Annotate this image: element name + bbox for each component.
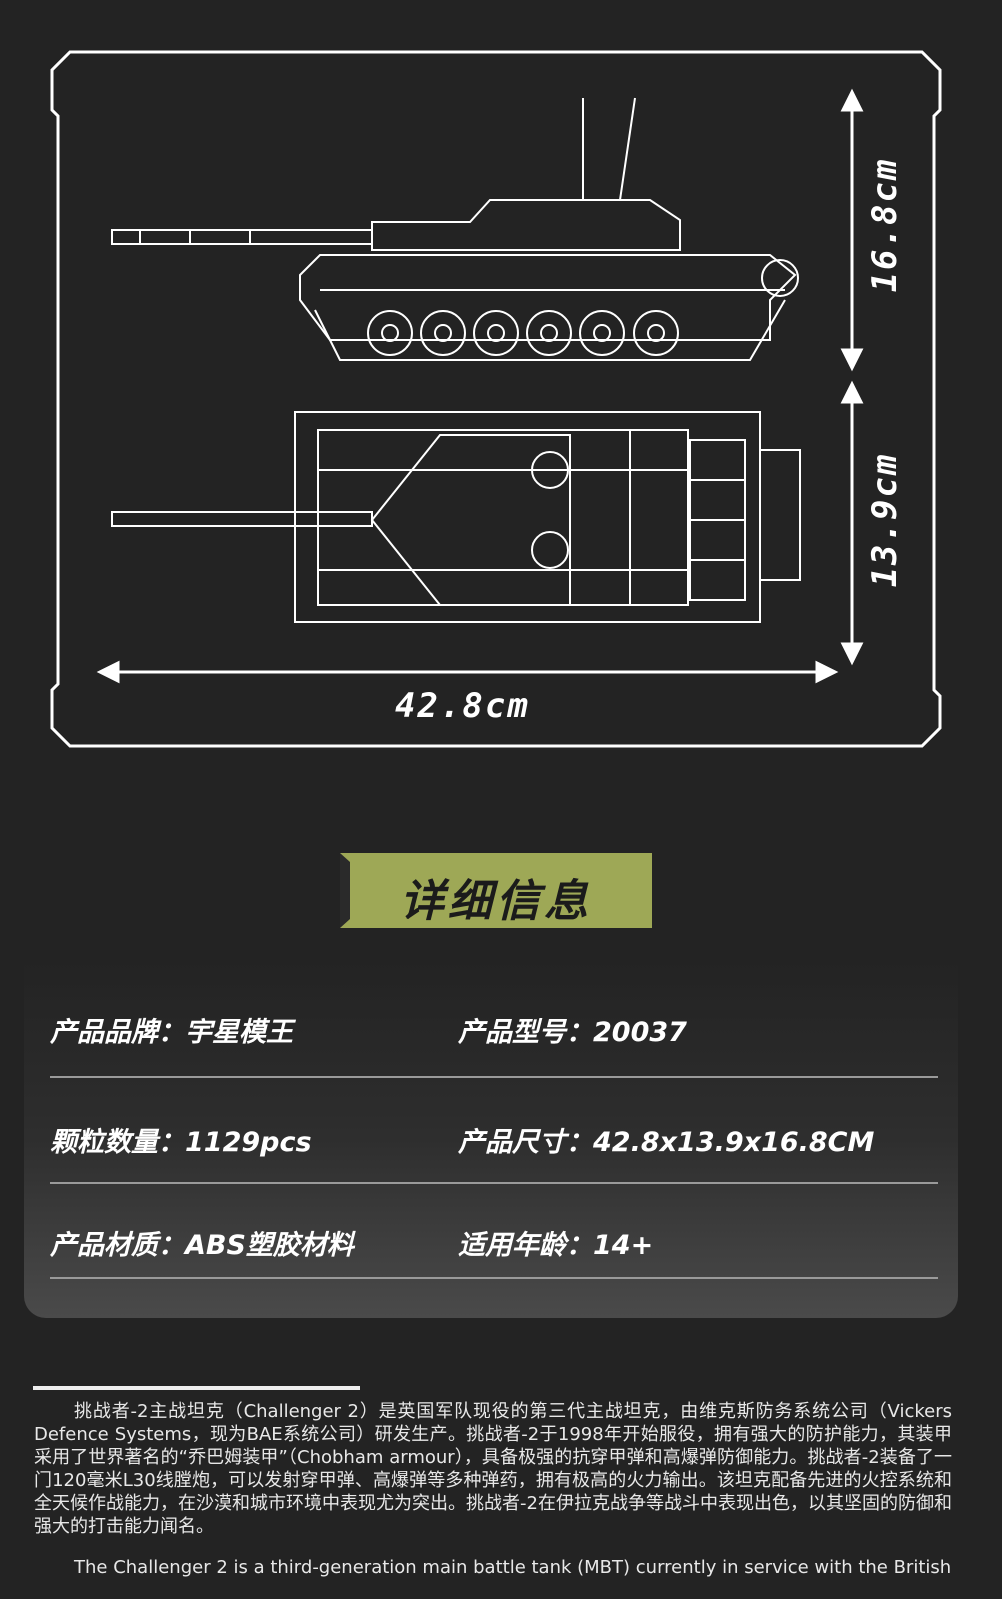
frame-border (50, 50, 942, 748)
section-banner: 详细信息 (340, 853, 652, 928)
height-label: 16.8cm (865, 157, 905, 293)
divider (50, 1182, 938, 1184)
spec-material: 产品材质：ABS塑胶材料 (50, 1223, 354, 1262)
length-label: 42.8cm (395, 686, 530, 726)
spec-label: 产品尺寸： (458, 1127, 593, 1158)
spec-label: 适用年龄： (458, 1230, 593, 1261)
divider (50, 1277, 938, 1279)
spec-row: 产品品牌：宇星模王 产品型号：20037 (50, 1010, 938, 1050)
spec-label: 产品材质： (50, 1230, 185, 1261)
spec-brand: 产品品牌：宇星模王 (50, 1010, 293, 1049)
spec-value: ABS塑胶材料 (185, 1230, 354, 1261)
spec-value: 14+ (593, 1230, 654, 1261)
spec-panel: 产品品牌：宇星模王 产品型号：20037 颗粒数量：1129pcs 产品尺寸：4… (24, 960, 958, 1318)
spec-age: 适用年龄：14+ (458, 1223, 653, 1262)
tank-top-view (111, 411, 801, 623)
dimension-arrows (96, 88, 864, 684)
spec-value: 42.8x13.9x16.8CM (593, 1127, 875, 1158)
spec-row: 颗粒数量：1129pcs 产品尺寸：42.8x13.9x16.8CM (50, 1120, 938, 1160)
section-title: 详细信息 (400, 876, 592, 927)
spec-value: 宇星模王 (185, 1017, 293, 1048)
description-rule (33, 1386, 360, 1390)
spec-value: 1129pcs (185, 1127, 312, 1158)
spec-value: 20037 (593, 1017, 687, 1048)
spec-row: 产品材质：ABS塑胶材料 适用年龄：14+ (50, 1223, 938, 1263)
description-chinese: 挑战者-2主战坦克（Challenger 2）是英国军队现役的第三代主战坦克，由… (34, 1401, 952, 1537)
spec-pieces: 颗粒数量：1129pcs (50, 1120, 312, 1159)
spec-label: 产品型号： (458, 1017, 593, 1048)
spec-label: 颗粒数量： (50, 1127, 185, 1158)
divider (50, 1076, 938, 1078)
dimension-frame: 42.8cm 16.8cm 13.9cm (50, 50, 942, 748)
spec-size: 产品尺寸：42.8x13.9x16.8CM (458, 1120, 874, 1159)
width-label: 13.9cm (865, 452, 905, 588)
spec-model: 产品型号：20037 (458, 1010, 687, 1049)
spec-label: 产品品牌： (50, 1017, 185, 1048)
description-english: The Challenger 2 is a third-generation m… (74, 1557, 952, 1578)
tank-side-view (111, 97, 799, 361)
